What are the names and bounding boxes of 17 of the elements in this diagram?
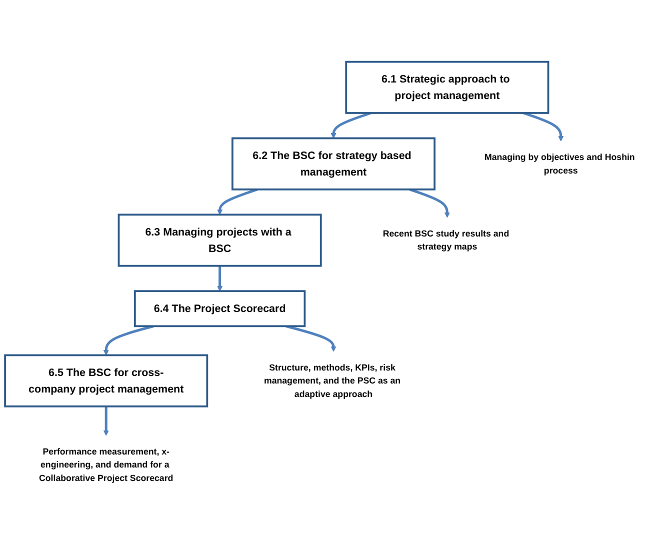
- arrow: [103, 406, 109, 436]
- node-box: 6.3 Managing projects with a BSC: [118, 214, 322, 267]
- arrow: [330, 112, 372, 138]
- node-text: Recent BSC study results and strategy maps: [382, 228, 510, 252]
- arrow: [217, 266, 223, 292]
- node-box: 6.4 The Project Scorecard: [134, 290, 306, 328]
- node-text: Managing by objectives and Hoshin process: [484, 152, 635, 176]
- arrow: [286, 324, 336, 352]
- node-box: 6.5 The BSC for cross-company project management: [4, 354, 208, 408]
- arrow: [522, 112, 564, 142]
- arrow: [103, 324, 154, 356]
- arrow: [217, 188, 258, 215]
- arrow: [409, 188, 450, 218]
- node-text: Performance measurement, x-engineering, and demand for a Collaborative Project Scorecard: [39, 446, 174, 483]
- node-text: Structure, methods, KPIs, risk management, and the PSC as an adaptive approach: [264, 362, 401, 399]
- node-box: 6.2 The BSC for strategy based management: [232, 137, 436, 190]
- node-box: 6.1 Strategic approach to project management: [345, 60, 550, 114]
